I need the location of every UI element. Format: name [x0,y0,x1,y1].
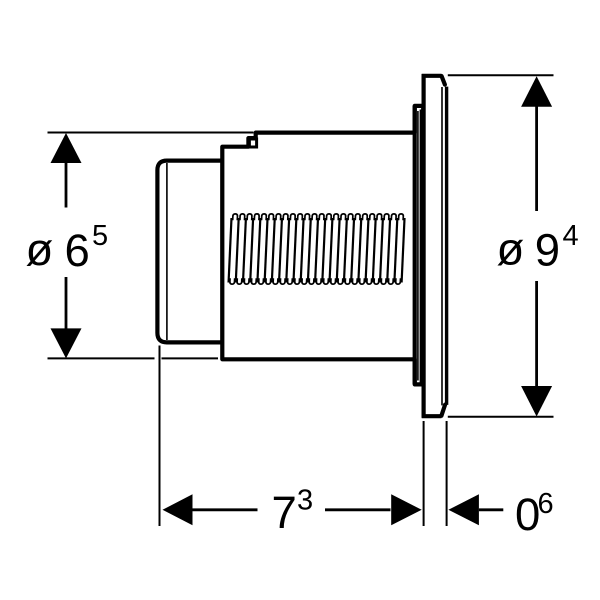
svg-text:ø: ø [26,224,54,275]
svg-text:ø: ø [497,224,525,275]
svg-text:6: 6 [538,488,554,520]
svg-text:6: 6 [65,225,90,276]
svg-text:7: 7 [272,487,297,538]
svg-text:4: 4 [563,220,579,252]
svg-text:5: 5 [92,220,108,252]
svg-text:0: 0 [515,489,540,540]
svg-text:3: 3 [297,485,313,517]
svg-text:9: 9 [535,225,560,276]
